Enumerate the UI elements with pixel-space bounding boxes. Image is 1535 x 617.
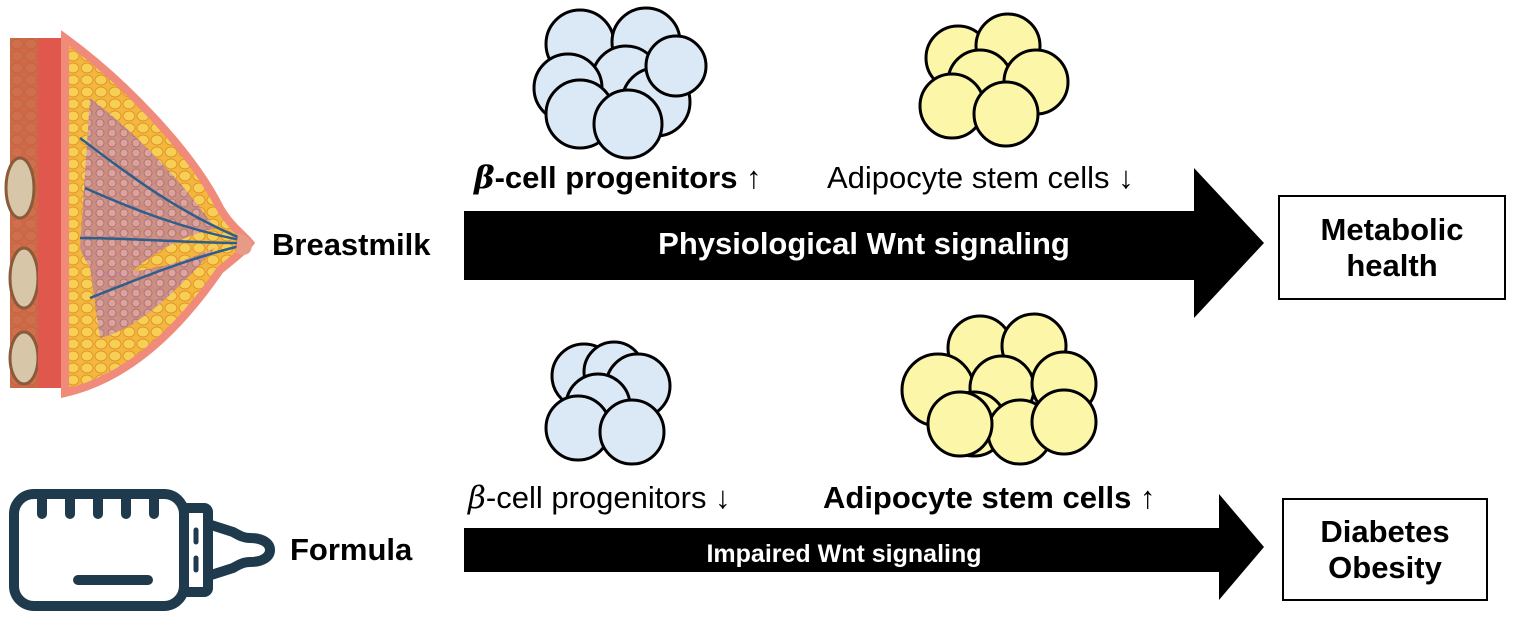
- outcome-line-1: Metabolic: [1320, 211, 1464, 247]
- progenitor-cell-cluster-bottom: [544, 340, 672, 466]
- adipocyte-stem-cell-cluster-top: [918, 12, 1070, 148]
- down-arrow-icon: ↓: [715, 480, 731, 515]
- metabolic-health-box: Metabolic health: [1278, 195, 1506, 300]
- impaired-wnt-label: Impaired Wnt signaling: [706, 540, 982, 568]
- beta-symbol: β: [468, 480, 486, 516]
- progenitor-cell-cluster-top: [532, 6, 708, 160]
- physiological-wnt-arrow: [464, 168, 1264, 318]
- baby-bottle-icon: [9, 489, 275, 611]
- outcome-line-1: Diabetes: [1320, 513, 1450, 549]
- formula-label: Formula: [290, 532, 413, 567]
- impaired-wnt-arrow: [464, 494, 1264, 600]
- physiological-wnt-label: Physiological Wnt signaling: [658, 226, 1070, 261]
- formula-progenitors-text: β-cell progenitors ↓: [468, 480, 731, 516]
- beta-symbol: β: [474, 160, 495, 196]
- breastmilk-label: Breastmilk: [272, 227, 431, 262]
- diabetes-obesity-box: Diabetes Obesity: [1282, 498, 1488, 601]
- breastmilk-progenitors-text: β-cell progenitors ↑: [474, 160, 762, 196]
- adipocyte-label: Adipocyte stem cells: [823, 480, 1132, 515]
- up-arrow-icon: ↑: [746, 160, 762, 195]
- outcome-line-2: Obesity: [1328, 549, 1442, 585]
- down-arrow-icon: ↓: [1118, 160, 1134, 195]
- up-arrow-icon: ↑: [1140, 480, 1156, 515]
- progenitors-label: -cell progenitors: [494, 160, 738, 195]
- adipocyte-label: Adipocyte stem cells: [827, 160, 1110, 195]
- breast-anatomy-illustration: [4, 30, 256, 399]
- adipocyte-stem-cell-cluster-bottom: [900, 312, 1098, 466]
- progenitors-label: -cell progenitors: [485, 480, 707, 515]
- formula-adipocyte-text: Adipocyte stem cells ↑: [823, 480, 1156, 516]
- breastmilk-adipocyte-text: Adipocyte stem cells ↓: [827, 160, 1134, 196]
- outcome-line-2: health: [1346, 247, 1438, 283]
